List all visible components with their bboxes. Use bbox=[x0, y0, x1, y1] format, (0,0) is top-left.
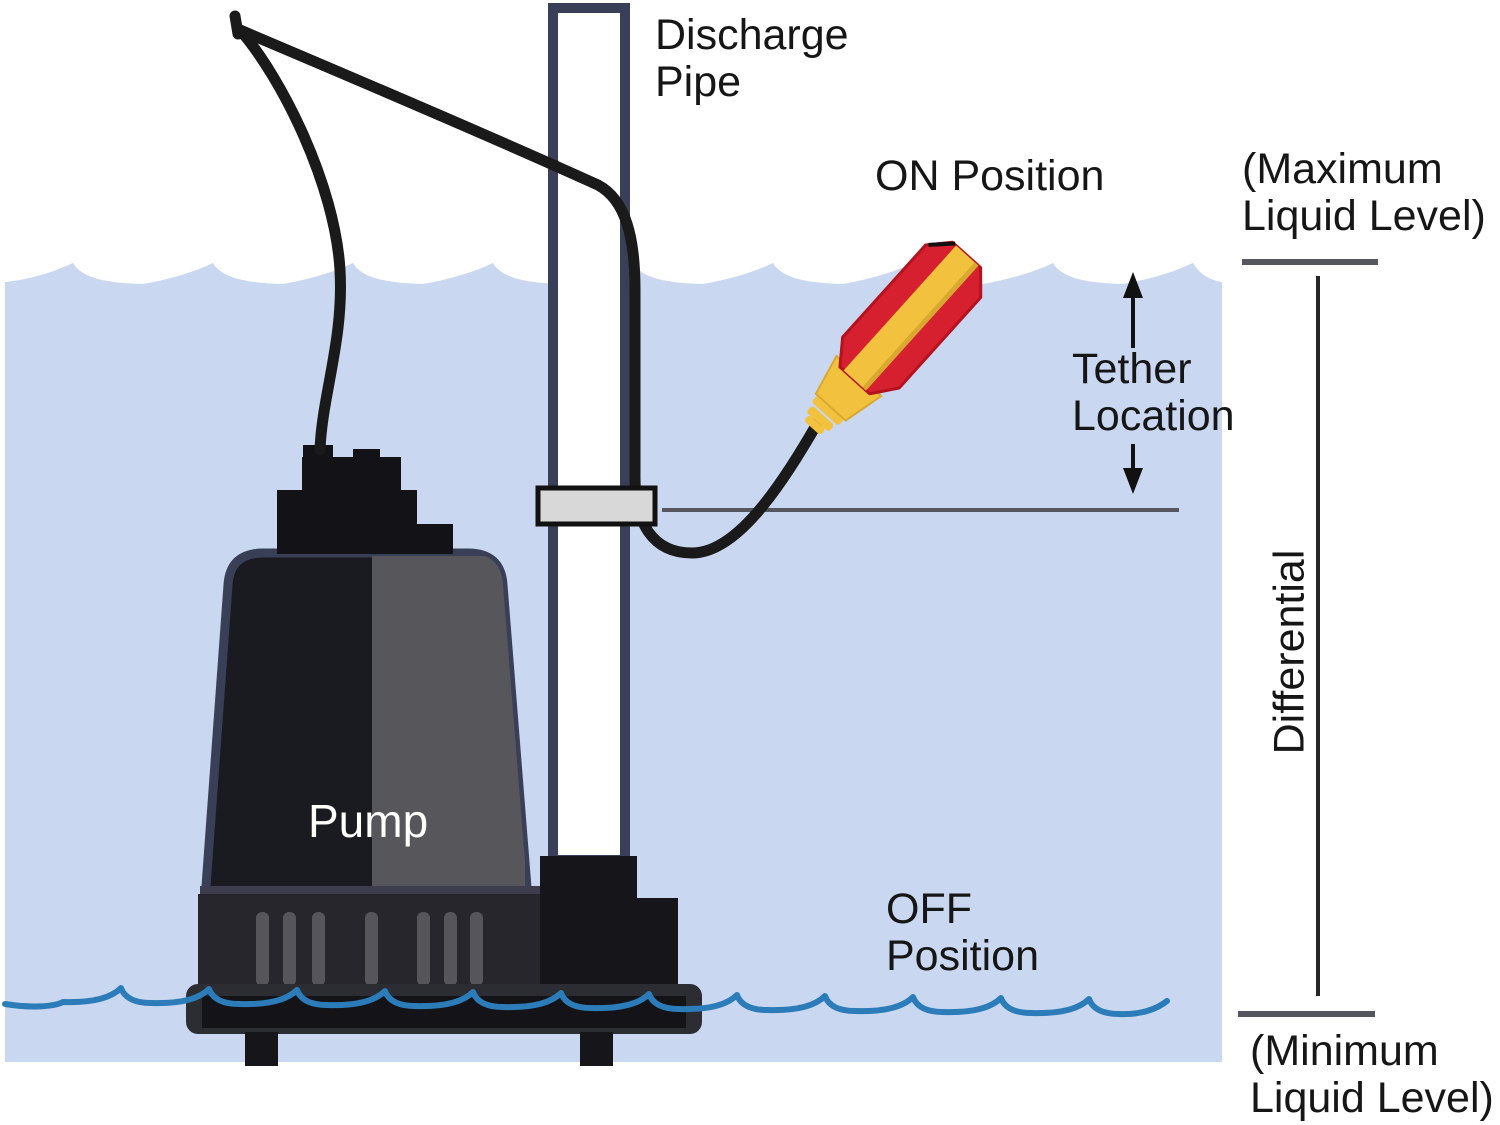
differential-label: Differential bbox=[1265, 549, 1314, 755]
pump-graphic bbox=[186, 445, 702, 1066]
on-position-label: ON Position bbox=[875, 152, 1105, 200]
pump-skirt-highlight bbox=[200, 886, 540, 896]
float-cable bbox=[234, 24, 824, 559]
discharge-pipe-graphic bbox=[548, 3, 630, 865]
discharge-outlet bbox=[540, 856, 678, 993]
tether-down-arrow-icon bbox=[1123, 444, 1143, 494]
float-strain-relief bbox=[805, 396, 843, 435]
pump-label: Pump bbox=[308, 795, 429, 847]
discharge-pipe-label: Discharge Pipe bbox=[655, 11, 849, 107]
float-switch bbox=[805, 240, 983, 435]
pump-vents bbox=[256, 912, 483, 986]
pump-body-right-half bbox=[372, 556, 525, 900]
max-liquid-level-label: (Maximum Liquid Level) bbox=[1242, 145, 1486, 241]
pump-foot-right bbox=[580, 1032, 613, 1066]
float-collar bbox=[814, 354, 883, 422]
min-level-waterline bbox=[2, 985, 1170, 1018]
tether-location-label: Tether Location bbox=[1072, 345, 1235, 441]
min-liquid-level-label: (Minimum Liquid Level) bbox=[1250, 1027, 1494, 1123]
hose-clamp bbox=[535, 485, 658, 527]
tether-up-arrow-icon bbox=[1123, 272, 1143, 348]
pump-foot-left bbox=[245, 1032, 278, 1066]
power-cable bbox=[234, 24, 346, 456]
float-stripe bbox=[843, 245, 979, 391]
float-stripe-shade bbox=[862, 262, 979, 391]
float-end-notch bbox=[928, 241, 956, 247]
off-position-label: OFF Position bbox=[886, 885, 1039, 981]
